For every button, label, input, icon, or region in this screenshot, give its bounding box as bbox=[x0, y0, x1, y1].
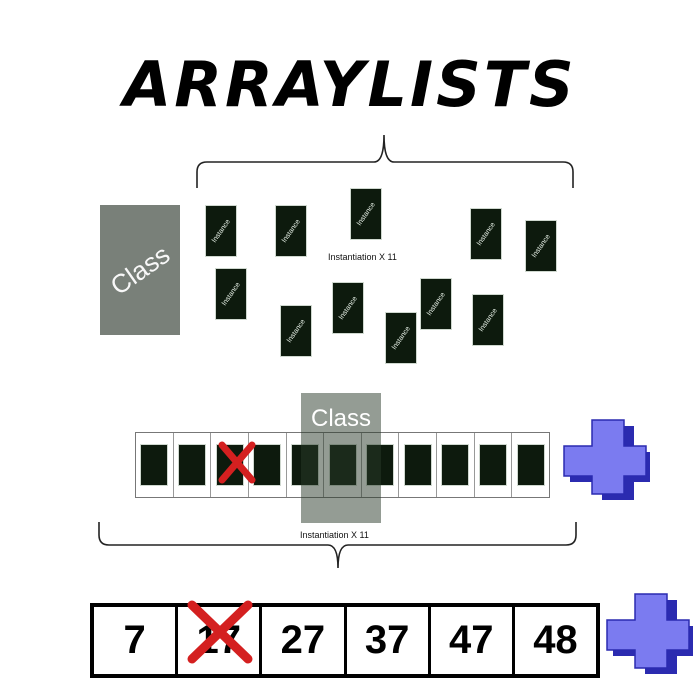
plus-icon[interactable] bbox=[605, 592, 695, 678]
instance-card: Instance bbox=[420, 278, 452, 330]
arraylist-slot bbox=[399, 433, 438, 497]
instance-card-label: Instance bbox=[210, 218, 232, 244]
cross-mark-icon bbox=[218, 441, 256, 484]
instance-card bbox=[516, 444, 545, 486]
instantiation-caption-top: Instantiation X 11 bbox=[328, 252, 397, 262]
instance-card: Instance bbox=[472, 294, 504, 346]
instance-card: Instance bbox=[332, 282, 364, 334]
instance-card: Instance bbox=[385, 312, 417, 364]
instance-card-label: Instance bbox=[220, 281, 242, 307]
array-element: 47 bbox=[431, 607, 515, 674]
instance-card bbox=[140, 444, 169, 486]
instance-card: Instance bbox=[215, 268, 247, 320]
arraylist-slot bbox=[136, 433, 174, 497]
instance-card-label: Instance bbox=[475, 221, 497, 247]
instance-card-label: Instance bbox=[390, 325, 412, 351]
array-element: 37 bbox=[347, 607, 431, 674]
instance-card-label: Instance bbox=[355, 201, 377, 227]
instance-card bbox=[177, 444, 206, 486]
instantiation-caption-bottom: Instantiation X 11 bbox=[300, 530, 369, 540]
instance-card: Instance bbox=[525, 220, 557, 272]
array-element: 7 bbox=[94, 607, 179, 674]
class-card-overlay bbox=[301, 393, 381, 523]
instance-card-label: Instance bbox=[530, 233, 552, 259]
cross-mark-icon bbox=[187, 600, 253, 664]
arraylist-slot bbox=[249, 433, 287, 497]
instance-card bbox=[403, 444, 432, 486]
instance-card bbox=[253, 444, 282, 486]
instance-card: Instance bbox=[470, 208, 502, 260]
instance-card-label: Instance bbox=[280, 218, 302, 244]
instance-card-label: Instance bbox=[285, 318, 307, 344]
instance-card: Instance bbox=[205, 205, 237, 257]
instance-card-label: Instance bbox=[477, 307, 499, 333]
class-card-overlay-label: Class bbox=[310, 405, 371, 432]
instance-card: Instance bbox=[275, 205, 307, 257]
page-title: ARRAYLISTS bbox=[123, 48, 577, 121]
arraylist-slot bbox=[512, 433, 549, 497]
arraylist-slot bbox=[437, 433, 475, 497]
instance-card: Instance bbox=[280, 305, 312, 357]
arraylist-slot bbox=[174, 433, 212, 497]
class-card: Class bbox=[100, 205, 180, 335]
instance-card-label: Instance bbox=[425, 291, 447, 317]
plus-icon[interactable] bbox=[562, 418, 652, 504]
array-element: 48 bbox=[533, 618, 578, 662]
instance-card-label: Instance bbox=[337, 295, 359, 321]
array-element: 27 bbox=[262, 607, 347, 674]
instance-card bbox=[479, 444, 508, 486]
instance-card: Instance bbox=[350, 188, 382, 240]
instance-card bbox=[441, 444, 470, 486]
arraylist-slot bbox=[475, 433, 513, 497]
class-card-label: Class bbox=[104, 238, 175, 301]
